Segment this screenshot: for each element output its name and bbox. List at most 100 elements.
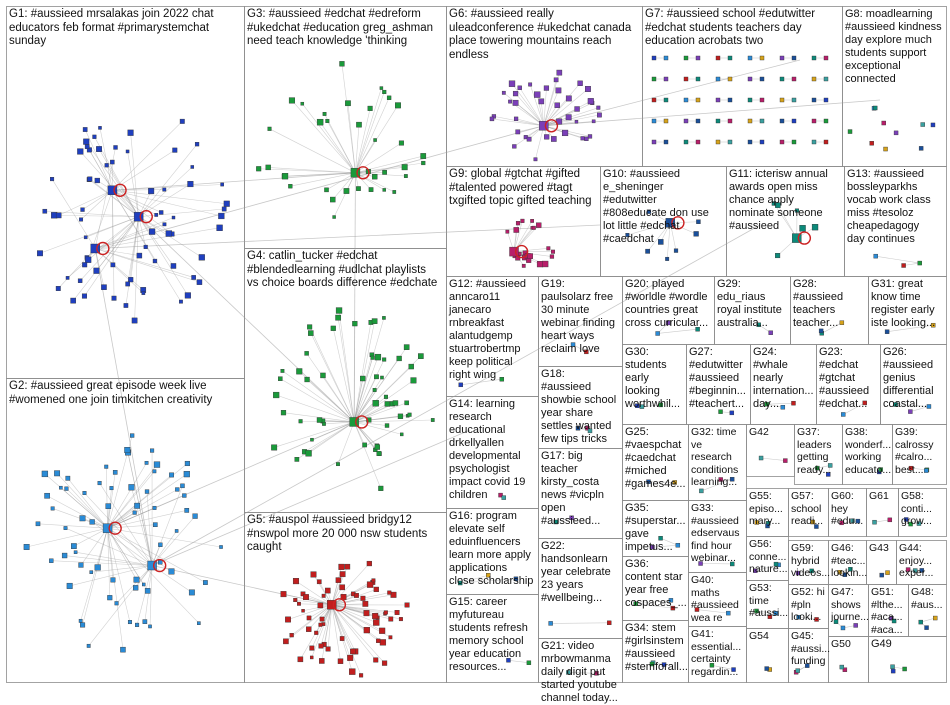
edge — [652, 545, 677, 547]
graph-node — [544, 86, 549, 91]
edge — [259, 169, 356, 173]
graph-node — [728, 119, 732, 123]
graph-node — [755, 609, 759, 613]
graph-node — [95, 565, 101, 571]
graph-node — [195, 142, 199, 146]
graph-node — [299, 419, 303, 423]
graph-node — [908, 410, 912, 414]
graph-node — [812, 77, 816, 81]
edge — [348, 103, 355, 173]
edge — [327, 121, 355, 173]
graph-node — [385, 401, 390, 406]
graph-node — [694, 231, 699, 236]
edge — [106, 467, 107, 528]
graph-node — [79, 218, 82, 221]
graph-node — [634, 602, 638, 606]
graph-node — [506, 230, 509, 233]
graph-node — [374, 138, 377, 141]
edge — [658, 329, 698, 333]
graph-node — [90, 571, 93, 574]
graph-node — [363, 443, 367, 447]
graph-node — [664, 56, 668, 60]
graph-node — [310, 438, 313, 441]
graph-node — [387, 591, 391, 595]
edge — [302, 104, 355, 173]
graph-node — [664, 140, 668, 144]
graph-node — [792, 140, 796, 144]
graph-node — [652, 77, 656, 81]
graph-node — [547, 247, 551, 251]
graph-node — [132, 318, 137, 323]
graph-node — [516, 130, 520, 134]
graph-node — [158, 543, 162, 547]
graph-node — [175, 488, 179, 492]
graph-node — [769, 331, 773, 335]
graph-node — [626, 233, 630, 237]
graph-node — [696, 327, 700, 331]
graph-node — [921, 123, 925, 127]
graph-node — [522, 264, 525, 267]
graph-node — [917, 522, 921, 526]
graph-node — [387, 96, 391, 100]
graph-node — [78, 279, 82, 283]
edge — [74, 528, 108, 546]
graph-node — [885, 330, 889, 334]
graph-node — [696, 56, 700, 60]
graph-node — [111, 578, 116, 583]
graph-node — [566, 115, 571, 120]
graph-node — [684, 119, 688, 123]
graph-node — [645, 249, 649, 253]
edge — [274, 422, 354, 447]
graph-node — [317, 580, 321, 584]
graph-node — [293, 578, 299, 584]
graph-node — [539, 99, 544, 104]
graph-node — [909, 466, 913, 470]
edge — [875, 520, 890, 522]
graph-node — [664, 119, 668, 123]
graph-node — [562, 130, 568, 136]
group-cell-border — [689, 573, 747, 627]
graph-node — [344, 188, 349, 193]
graph-node — [781, 405, 785, 409]
graph-node — [554, 78, 558, 82]
graph-node — [650, 545, 654, 549]
graph-node — [359, 673, 363, 677]
graph-node — [588, 98, 594, 104]
graph-node — [933, 616, 937, 620]
graph-node — [192, 275, 196, 279]
graph-node — [894, 403, 898, 407]
graph-node — [377, 451, 382, 456]
graph-node — [145, 461, 148, 464]
graph-node — [843, 573, 847, 577]
graph-node — [352, 321, 357, 326]
edge — [84, 493, 152, 565]
graph-node — [550, 255, 554, 259]
graph-node — [664, 98, 668, 102]
edge — [767, 404, 783, 407]
graph-node — [124, 303, 128, 307]
graph-node — [870, 141, 874, 145]
graph-node — [409, 364, 414, 369]
graph-node — [65, 487, 69, 491]
graph-node — [340, 636, 344, 640]
edge — [70, 566, 152, 586]
graph-node — [354, 593, 358, 597]
graph-node — [666, 321, 670, 325]
group-cell-border — [789, 585, 829, 629]
graph-node — [82, 294, 87, 299]
graph-node — [217, 225, 223, 231]
graph-node — [748, 98, 752, 102]
group-cell-border — [623, 557, 689, 621]
graph-node — [812, 119, 816, 123]
group-cell-border — [623, 621, 689, 683]
edge — [282, 371, 354, 422]
graph-node — [322, 422, 325, 425]
graph-node — [336, 308, 342, 314]
graph-node — [404, 345, 409, 350]
edge — [83, 528, 108, 625]
edge — [778, 205, 797, 238]
graph-node — [665, 257, 668, 260]
group-cell-border — [747, 581, 789, 629]
graph-node — [699, 561, 703, 565]
graph-node — [184, 471, 190, 477]
